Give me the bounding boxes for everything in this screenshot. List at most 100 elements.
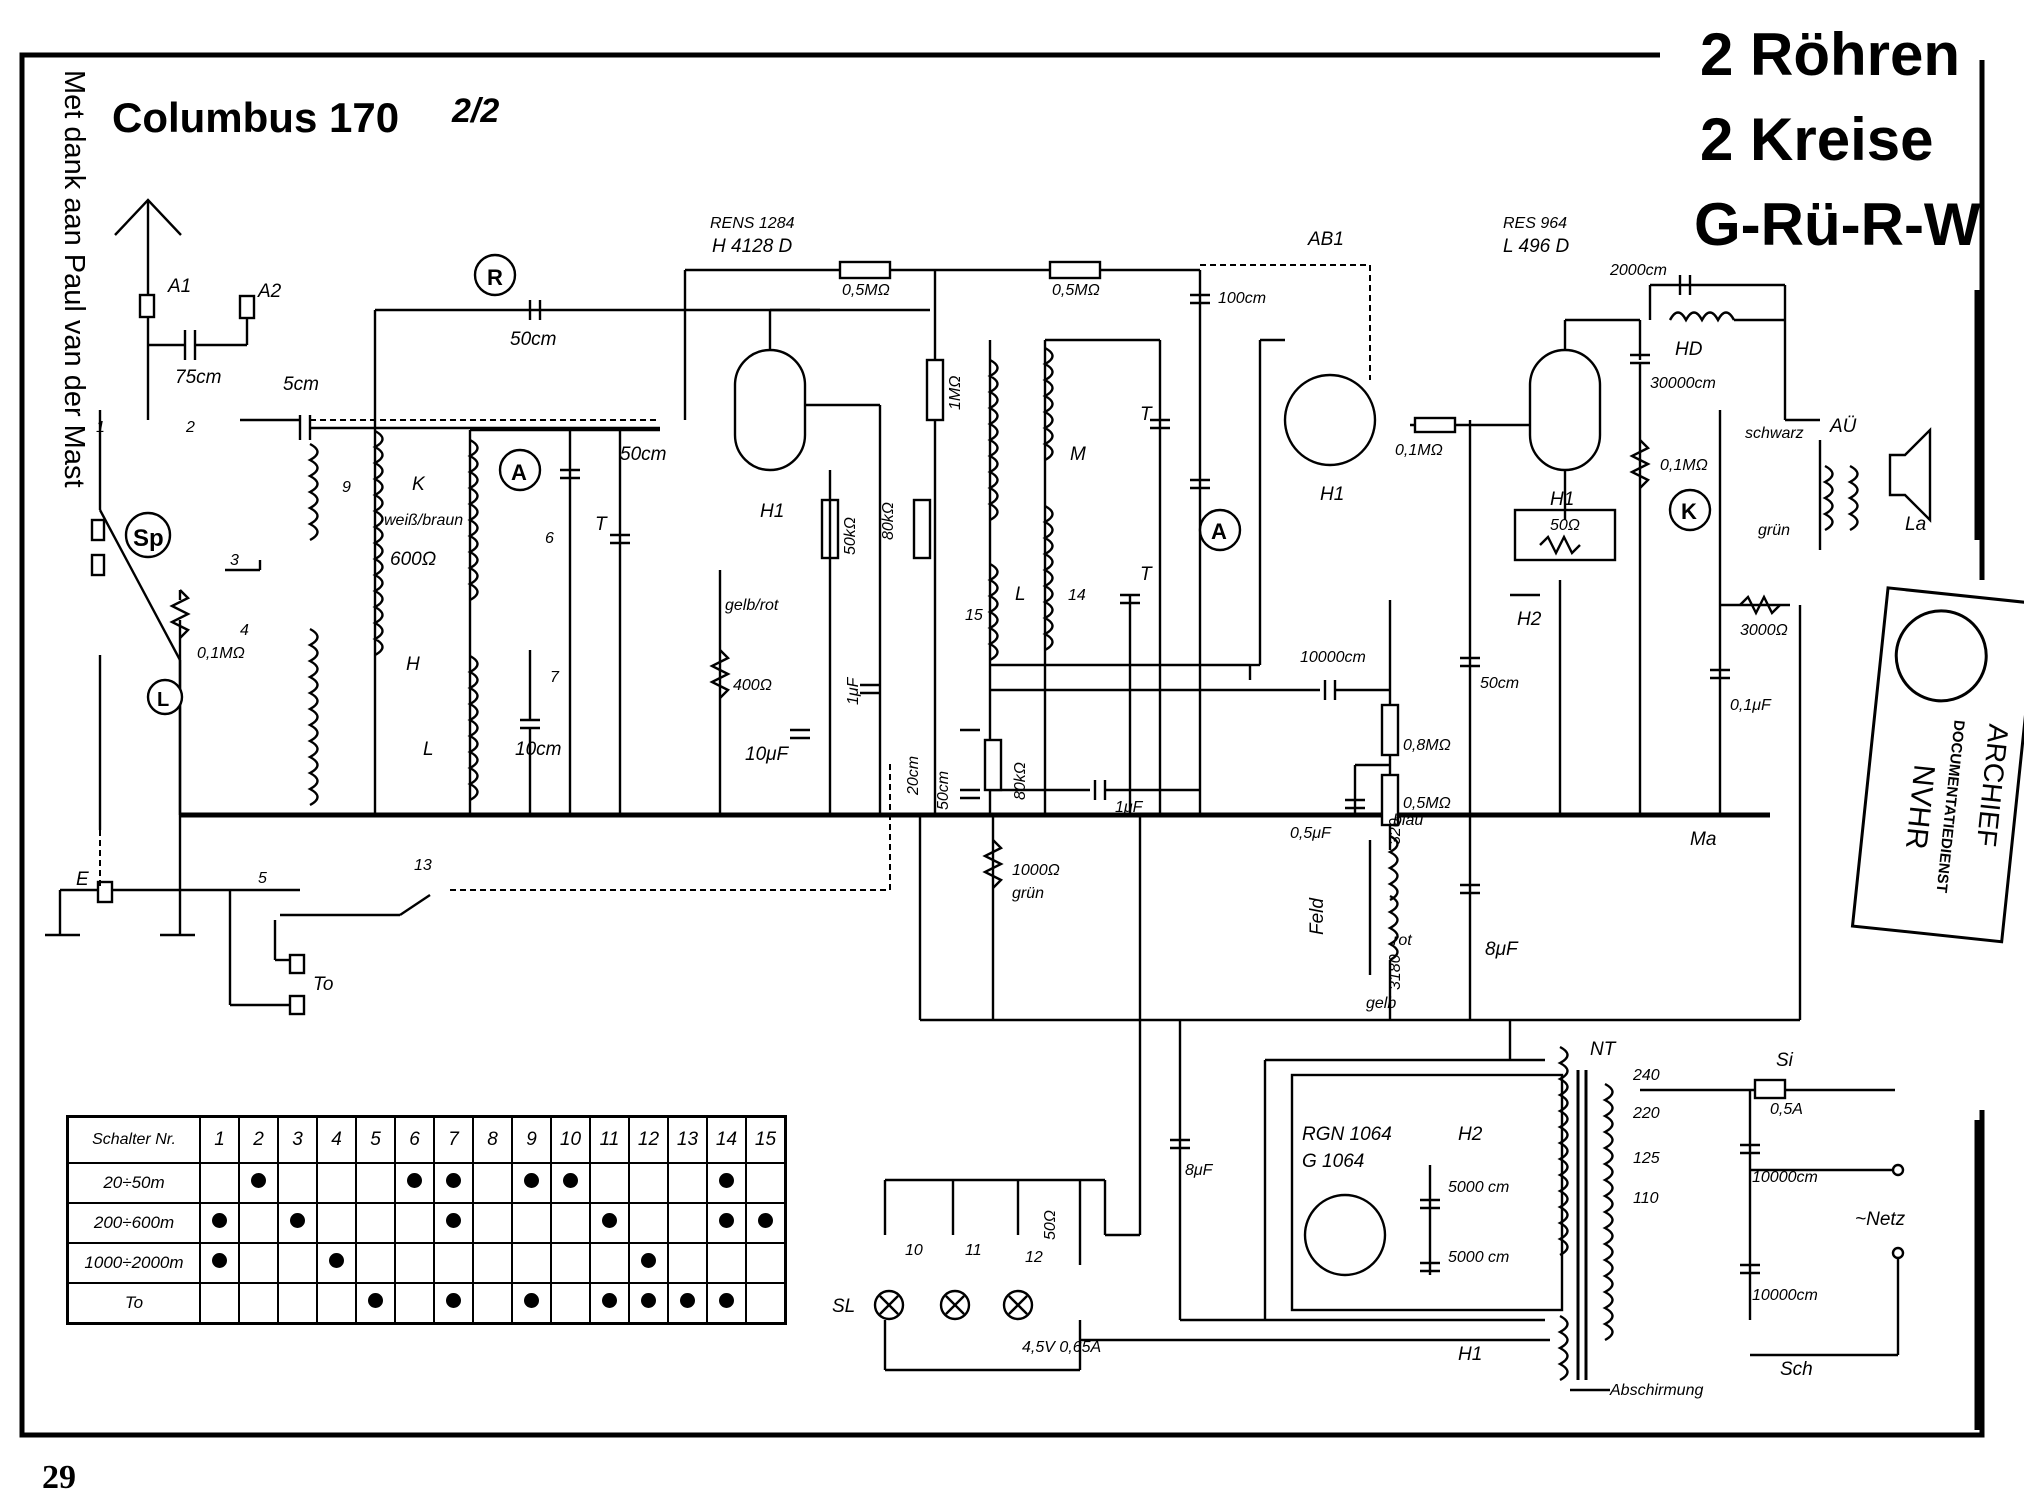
switch-on-dot: [719, 1293, 734, 1308]
table-row: 1000÷2000m: [66, 1242, 787, 1284]
label-1uf: 1μF: [845, 676, 862, 705]
switch-on-dot: [329, 1253, 344, 1268]
label-5000cm-b: 5000 cm: [1448, 1249, 1509, 1266]
label-netz: ~Netz: [1855, 1209, 1906, 1230]
table-col-9: 9: [511, 1115, 552, 1164]
switch-on-dot: [719, 1213, 734, 1228]
table-col-13: 13: [667, 1115, 708, 1164]
table-cell: [472, 1242, 513, 1284]
table-cell: [628, 1242, 669, 1284]
label-10000cm: 10000cm: [1300, 649, 1366, 666]
label-75cm: 75cm: [175, 367, 221, 388]
label-3000ohm: 3000Ω: [1740, 622, 1788, 639]
switch-on-dot: [290, 1213, 305, 1228]
label-05mohm-c: 0,5MΩ: [1403, 795, 1451, 812]
label-fuse: 0,5A: [1770, 1101, 1803, 1118]
switch-12: 12: [1025, 1249, 1043, 1266]
table-cell: [745, 1202, 787, 1244]
table-col-12: 12: [628, 1115, 669, 1164]
table-cell: [589, 1242, 630, 1284]
label-abschirmung: Abschirmung: [1609, 1382, 1703, 1399]
input-coils: [146, 253, 820, 815]
switch-on-dot: [602, 1213, 617, 1228]
table-cell: [511, 1282, 552, 1325]
page-number: 29: [42, 1459, 76, 1496]
switch-5: 5: [258, 870, 267, 887]
table-row: To: [66, 1282, 787, 1325]
table-cell: [472, 1202, 513, 1244]
table-col-4: 4: [316, 1115, 357, 1164]
switch-on-dot: [758, 1213, 773, 1228]
label-rot: rot: [1393, 932, 1412, 949]
tube-1-type: RENS 1284: [710, 215, 795, 232]
tube-1-alt: H 4128 D: [712, 236, 793, 257]
switch-4: 4: [240, 622, 249, 639]
table-cell: [745, 1282, 787, 1325]
table-col-14: 14: [706, 1115, 747, 1164]
label-gelb: gelb: [1366, 995, 1396, 1012]
tube-1: [683, 260, 1200, 815]
label-20cm: 20cm: [905, 756, 922, 796]
antenna-section: [45, 198, 891, 1016]
label-50cm-r: 50cm: [510, 329, 556, 350]
label-t2: T: [1140, 404, 1153, 425]
table-cell: [589, 1202, 630, 1244]
switch-table: Schalter Nr. 1 2 3 4 5 6 7 8 9 10 11 12 …: [66, 1115, 787, 1325]
label-1mohm: 1MΩ: [947, 376, 964, 410]
label-m: M: [1070, 444, 1086, 465]
table-col-11: 11: [589, 1115, 630, 1164]
table-cell: [550, 1162, 591, 1204]
table-cell: [550, 1242, 591, 1284]
table-cell: [238, 1162, 279, 1204]
table-cell: [511, 1242, 552, 1284]
table-cell: [667, 1242, 708, 1284]
switch-13: 13: [414, 857, 432, 874]
label-h1-b: H1: [1320, 484, 1344, 505]
table-col-5: 5: [355, 1115, 396, 1164]
label-k-circle: K: [1681, 499, 1697, 524]
rectifier-type: RGN 1064: [1302, 1124, 1392, 1145]
switch-15: 15: [965, 607, 983, 624]
table-cell: [667, 1282, 708, 1325]
switch-on-dot: [212, 1213, 227, 1228]
table-cell: [316, 1242, 357, 1284]
table-cell: [628, 1202, 669, 1244]
switch-on-dot: [251, 1173, 266, 1188]
type-code: G-Rü-R-W: [1694, 191, 1981, 258]
label-10cm: 10cm: [515, 739, 561, 760]
field-coil-section: [918, 420, 1800, 1022]
label-01uf: 0,1μF: [1730, 697, 1772, 714]
table-cell: [394, 1162, 435, 1204]
label-ma: Ma: [1690, 829, 1716, 850]
table-cell: [394, 1242, 435, 1284]
table-col-2: 2: [238, 1115, 279, 1164]
switch-on-dot: [641, 1293, 656, 1308]
label-08mohm: 0,8MΩ: [1403, 737, 1451, 754]
label-3180: 3180: [1387, 954, 1404, 990]
label-320: 320: [1387, 818, 1404, 845]
archive-stamp: ARCHIEF DOCUMENTATIEDIENST NVHR: [1850, 586, 2024, 944]
label-50cm-a: 50cm: [620, 444, 666, 465]
switch-on-dot: [368, 1293, 383, 1308]
detector-section: [960, 264, 1390, 1020]
table-cell: [433, 1202, 474, 1244]
table-cell: [355, 1242, 396, 1284]
table-cell: [277, 1202, 318, 1244]
label-k: K: [412, 474, 426, 495]
tube-3-type: RES 964: [1503, 215, 1567, 232]
label-50cm-3: 50cm: [935, 771, 952, 810]
label-nt: NT: [1590, 1039, 1617, 1060]
label-1000ohm: 1000Ω: [1012, 862, 1060, 879]
table-cell: [550, 1202, 591, 1244]
table-cell: [628, 1162, 669, 1204]
label-a1: A1: [167, 276, 191, 297]
label-50ohm: 50Ω: [1550, 517, 1580, 534]
table-cell: [199, 1162, 240, 1204]
label-80kohm: 80kΩ: [880, 502, 897, 540]
label-110v: 110: [1633, 1190, 1659, 1207]
label-240v: 240: [1632, 1067, 1660, 1084]
switch-on-dot: [446, 1293, 461, 1308]
output-stage: [1410, 275, 1932, 1020]
credit-text: Met dank aan Paul van der Mast: [58, 70, 90, 488]
